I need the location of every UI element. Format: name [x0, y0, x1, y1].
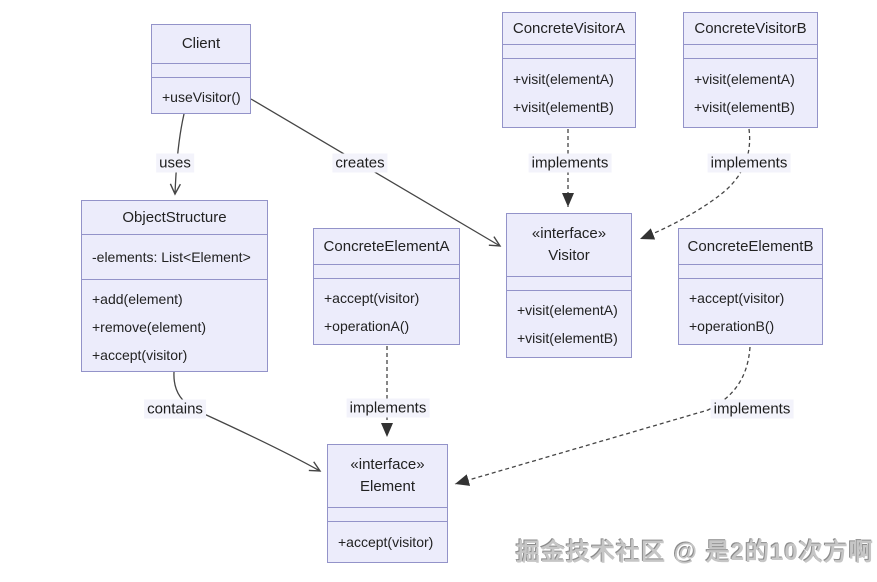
class-visitor-interface-methods: +visit(elementA) +visit(elementB) [507, 290, 631, 357]
edge-implements-visitor-b-line [639, 128, 751, 240]
edge-label-contains: contains [144, 399, 206, 419]
class-element-interface-methods: +accept(visitor) [328, 521, 447, 562]
method: +visit(elementA) [517, 302, 618, 318]
method: +useVisitor() [162, 89, 241, 105]
class-concrete-visitor-b-title: ConcreteVisitorB [694, 19, 807, 37]
class-client: Client +useVisitor() [151, 24, 251, 114]
class-object-structure-methods: +add(element) +remove(element) +accept(v… [82, 279, 267, 374]
class-concrete-visitor-a-attributes [503, 44, 635, 58]
method: +accept(visitor) [689, 290, 785, 306]
class-element-interface-title: «interface» Element [328, 445, 447, 507]
method: +operationB() [689, 318, 775, 334]
class-concrete-element-a-methods: +accept(visitor) +operationA() [314, 278, 459, 345]
class-name: Element [359, 478, 416, 495]
stereotype: «interface» [350, 456, 425, 473]
class-concrete-visitor-a-title: ConcreteVisitorA [512, 19, 626, 37]
edge-label-creates: creates [332, 153, 388, 173]
class-concrete-visitor-a-methods: +visit(elementA) +visit(elementB) [503, 58, 635, 127]
class-concrete-element-b-attributes [679, 264, 822, 278]
edge-label-implements-element-a: implements [346, 398, 430, 418]
class-concrete-element-b-title: ConcreteElementB [687, 237, 814, 255]
edge-label-implements-visitor-a: implements [528, 153, 612, 173]
class-element-interface-attributes [328, 507, 447, 521]
method: +accept(visitor) [338, 534, 434, 550]
class-client-attributes [152, 63, 250, 77]
class-element-interface: «interface» Element +accept(visitor) [327, 444, 448, 563]
method: +accept(visitor) [92, 347, 188, 363]
method: +add(element) [92, 291, 183, 307]
edge-contains-line [173, 371, 322, 472]
class-concrete-element-a-title: ConcreteElementA [323, 237, 450, 255]
edge-label-implements-visitor-b: implements [707, 153, 791, 173]
method: +remove(element) [92, 319, 206, 335]
watermark-text: 掘金技术社区 @ 是2的10次方啊 [516, 539, 874, 566]
class-concrete-element-a-attributes [314, 264, 459, 278]
class-visitor-interface: «interface» Visitor +visit(elementA) +vi… [506, 213, 632, 358]
method: +visit(elementA) [694, 71, 795, 87]
class-concrete-visitor-a: ConcreteVisitorA +visit(elementA) +visit… [502, 12, 636, 128]
attribute: -elements: List<Element> [92, 249, 251, 265]
method: +visit(elementA) [513, 71, 614, 87]
class-object-structure-title: ObjectStructure [122, 208, 227, 226]
method: +visit(elementB) [513, 99, 614, 115]
method: +visit(elementB) [517, 330, 618, 346]
class-name: Visitor [548, 247, 590, 264]
class-concrete-visitor-b: ConcreteVisitorB +visit(elementA) +visit… [683, 12, 818, 128]
edge-label-uses: uses [156, 153, 194, 173]
edge-implements-element-b-line [454, 346, 751, 486]
class-concrete-visitor-b-methods: +visit(elementA) +visit(elementB) [684, 58, 817, 127]
stereotype: «interface» [531, 225, 607, 242]
class-concrete-element-b: ConcreteElementB +accept(visitor) +opera… [678, 228, 823, 345]
edge-creates-line [250, 98, 502, 247]
class-visitor-interface-title: «interface» Visitor [507, 214, 631, 276]
method: +accept(visitor) [324, 290, 420, 306]
method: +operationA() [324, 318, 410, 334]
class-concrete-visitor-b-attributes [684, 44, 817, 58]
edge-label-implements-element-b: implements [710, 399, 794, 419]
class-object-structure: ObjectStructure -elements: List<Element>… [81, 200, 268, 372]
class-client-methods: +useVisitor() [152, 77, 250, 116]
class-concrete-element-b-methods: +accept(visitor) +operationB() [679, 278, 822, 345]
class-visitor-interface-attributes [507, 276, 631, 290]
class-object-structure-attributes: -elements: List<Element> [82, 234, 267, 279]
class-client-title: Client [181, 35, 221, 52]
method: +visit(elementB) [694, 99, 795, 115]
class-concrete-element-a: ConcreteElementA +accept(visitor) +opera… [313, 228, 460, 345]
